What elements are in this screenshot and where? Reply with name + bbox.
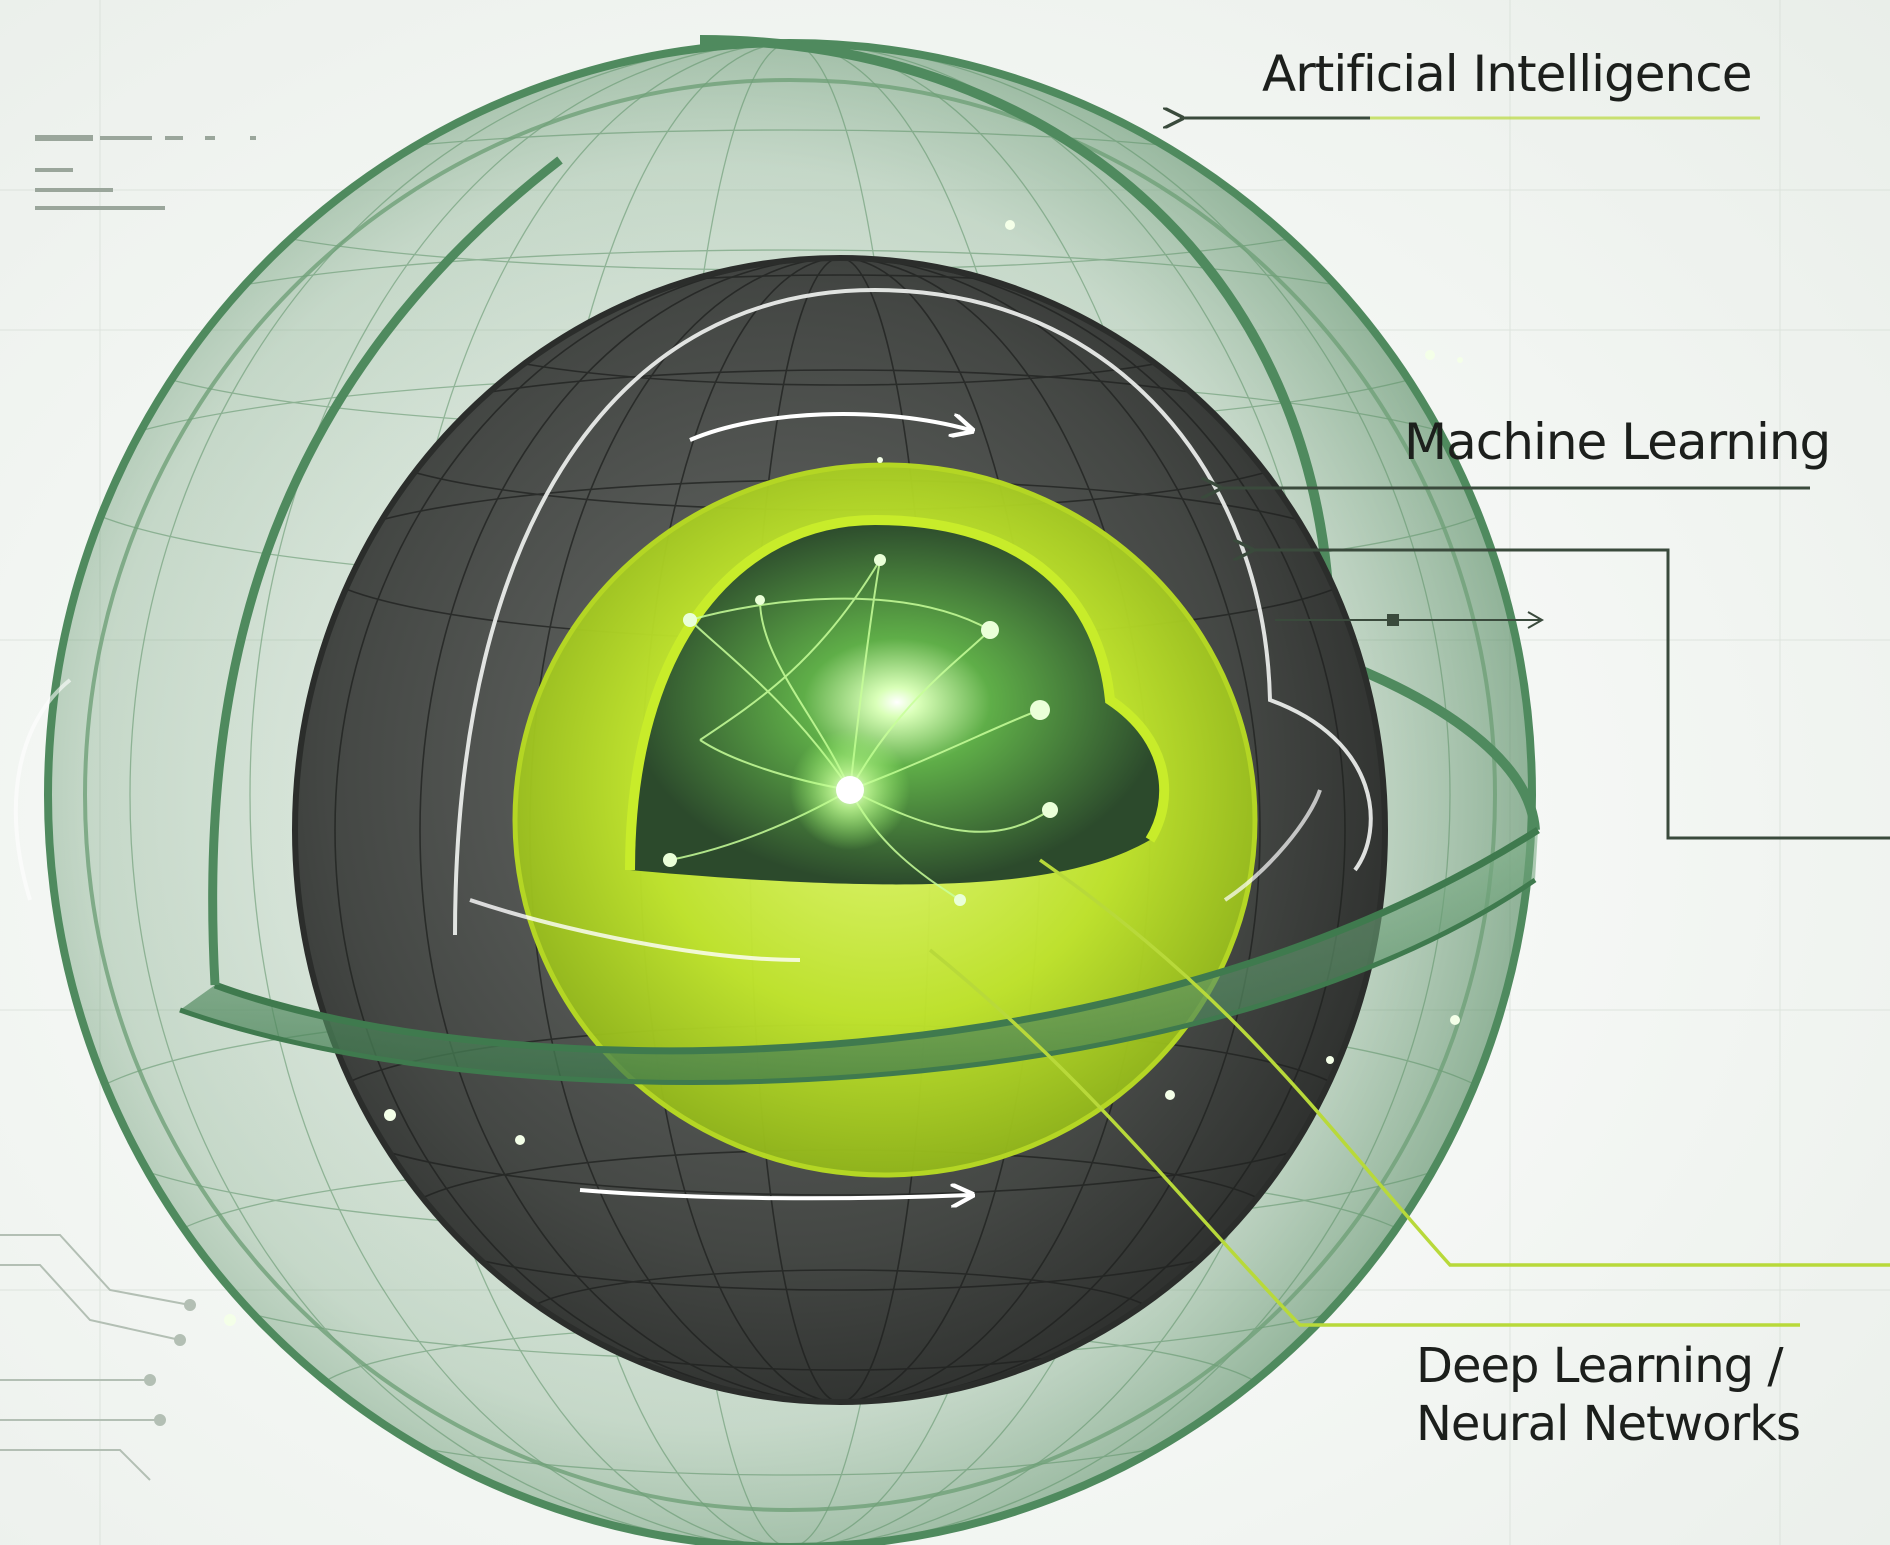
- label-machine-learning: Machine Learning: [1404, 413, 1831, 471]
- sparkle-dots: [224, 220, 1463, 1326]
- outer-shell-band: [179, 156, 1540, 1085]
- leader-line-dl: [928, 858, 1890, 1327]
- label-deep-learning-line1: Deep Learning /: [1416, 1338, 1784, 1394]
- leader-line-ml-bracket: [1250, 550, 1890, 840]
- label-artificial-intelligence: Artificial Intelligence: [1262, 45, 1752, 103]
- orbit-arrows: [13, 412, 1322, 1198]
- label-deep-learning: Deep Learning / Neural Networks: [1416, 1338, 1801, 1453]
- circuit-trace-icon: [0, 1234, 196, 1481]
- arrow-right-icon: [1275, 611, 1545, 629]
- neuron-nodes: [663, 554, 1058, 906]
- corner-annotation: [35, 135, 256, 210]
- label-deep-learning-line2: Neural Networks: [1416, 1395, 1801, 1452]
